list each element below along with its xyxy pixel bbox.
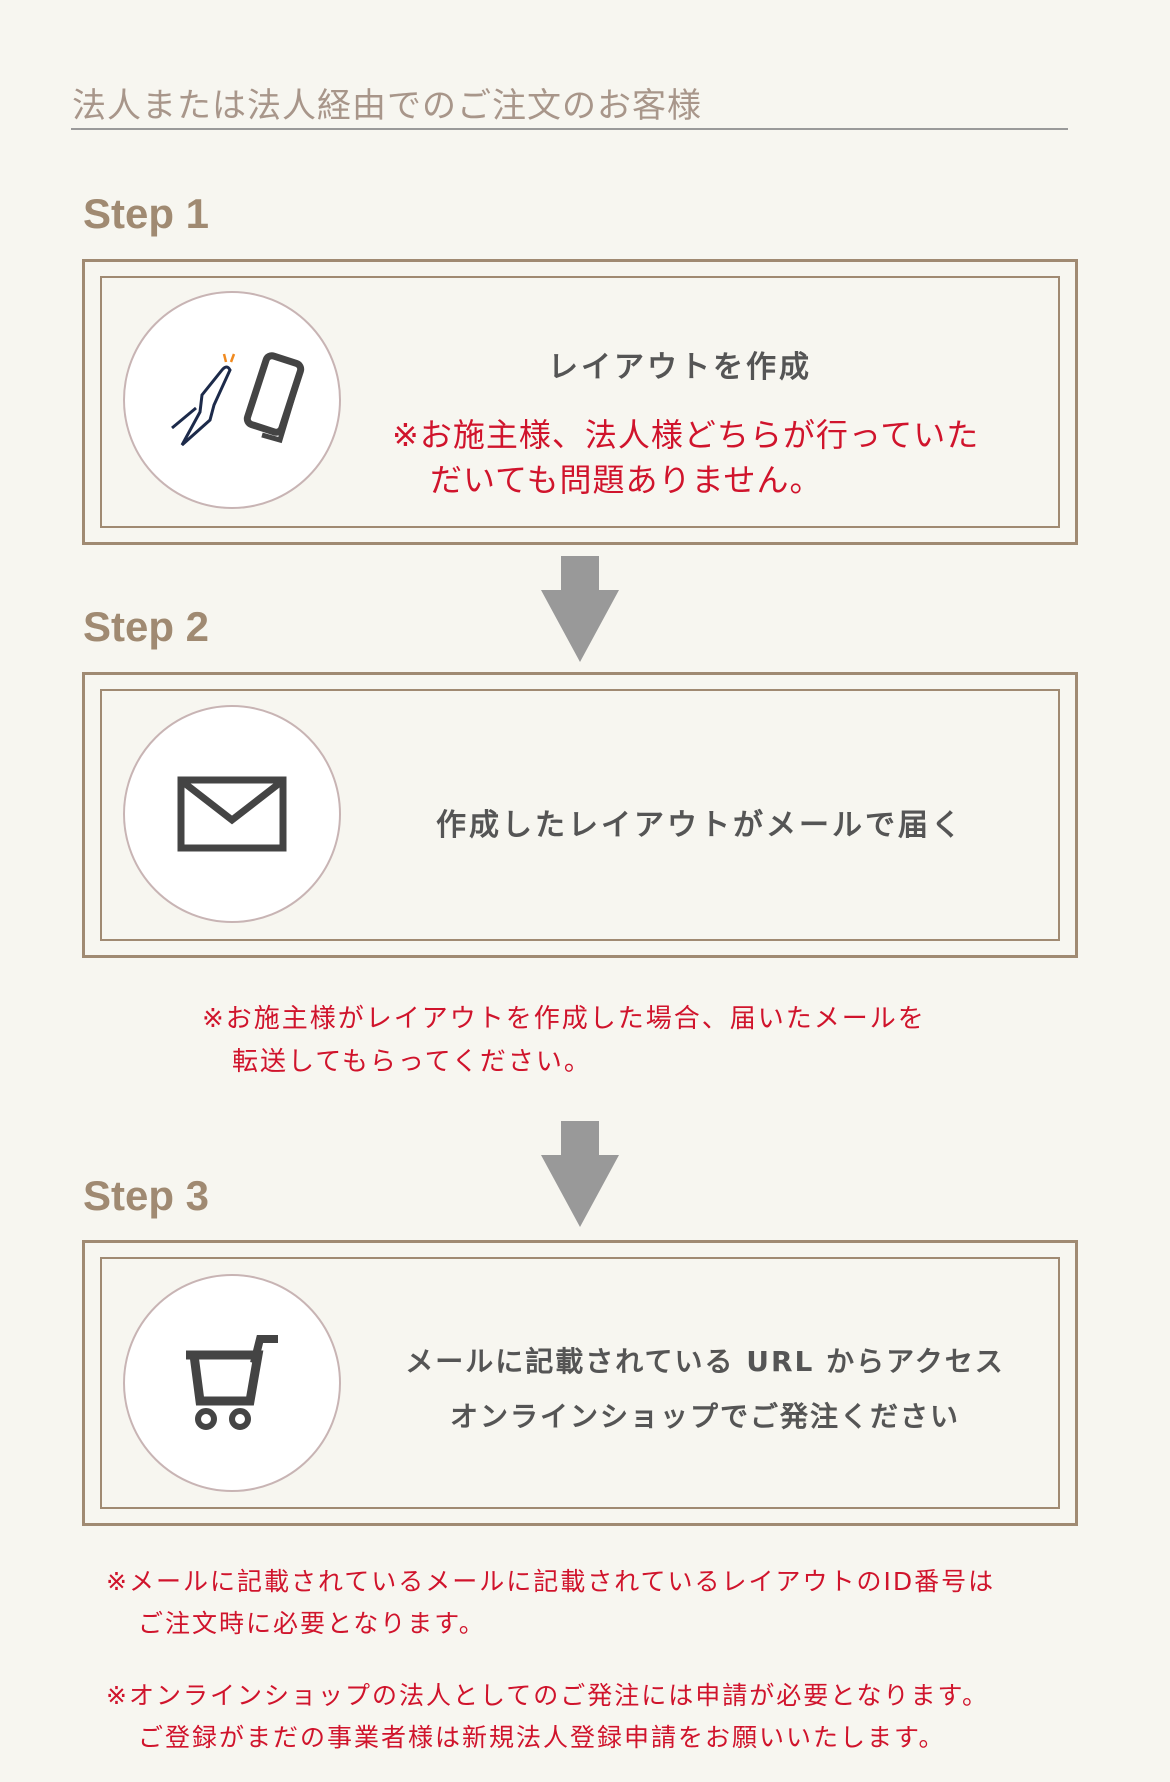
step-1-box [82, 259, 1078, 545]
step-3-title-line-2: オンラインショップでご発注ください [449, 1400, 960, 1433]
step-1-note-line-1: ※お施主様、法人様どちらが行っていた [392, 416, 980, 454]
step-2-label: Step 2 [83, 603, 210, 650]
page-heading: 法人または法人経由でのご注文のお客様 [72, 86, 702, 126]
step-2-title: 作成したレイアウトがメールで届く [436, 808, 964, 843]
step-3-box [82, 1240, 1078, 1526]
down-arrow-icon [541, 1121, 619, 1227]
step-2-note-line-2: 転送してもらってください。 [232, 1047, 592, 1077]
footer-note-2-line-2: ご登録がまだの事業者様は新規法人登録申請をお願いいたします。 [138, 1723, 946, 1752]
down-arrow-icon [541, 556, 619, 662]
step-2-box [82, 672, 1078, 958]
hand-tapping-smartphone-icon [123, 291, 341, 509]
shopping-cart-icon [123, 1274, 341, 1492]
step-1-label: Step 1 [83, 190, 210, 237]
step-1-title: レイアウトを作成 [548, 350, 812, 385]
step-3-label: Step 3 [83, 1172, 210, 1219]
step-2-note-line-1: ※お施主様がレイアウトを作成した場合、届いたメールを [202, 1004, 926, 1034]
step-1-note-line-2: だいても問題ありません。 [430, 461, 823, 499]
heading-divider [71, 128, 1068, 130]
footer-note-1-line-1: ※メールに記載されているメールに記載されているレイアウトのID番号は [106, 1567, 996, 1596]
footer-note-1-line-2: ご注文時に必要となります。 [138, 1609, 486, 1638]
footer-note-2-line-1: ※オンラインショップの法人としてのご発注には申請が必要となります。 [106, 1681, 989, 1710]
step-3-title-line-1: メールに記載されている URL からアクセス [405, 1345, 1005, 1378]
envelope-icon [123, 705, 341, 923]
